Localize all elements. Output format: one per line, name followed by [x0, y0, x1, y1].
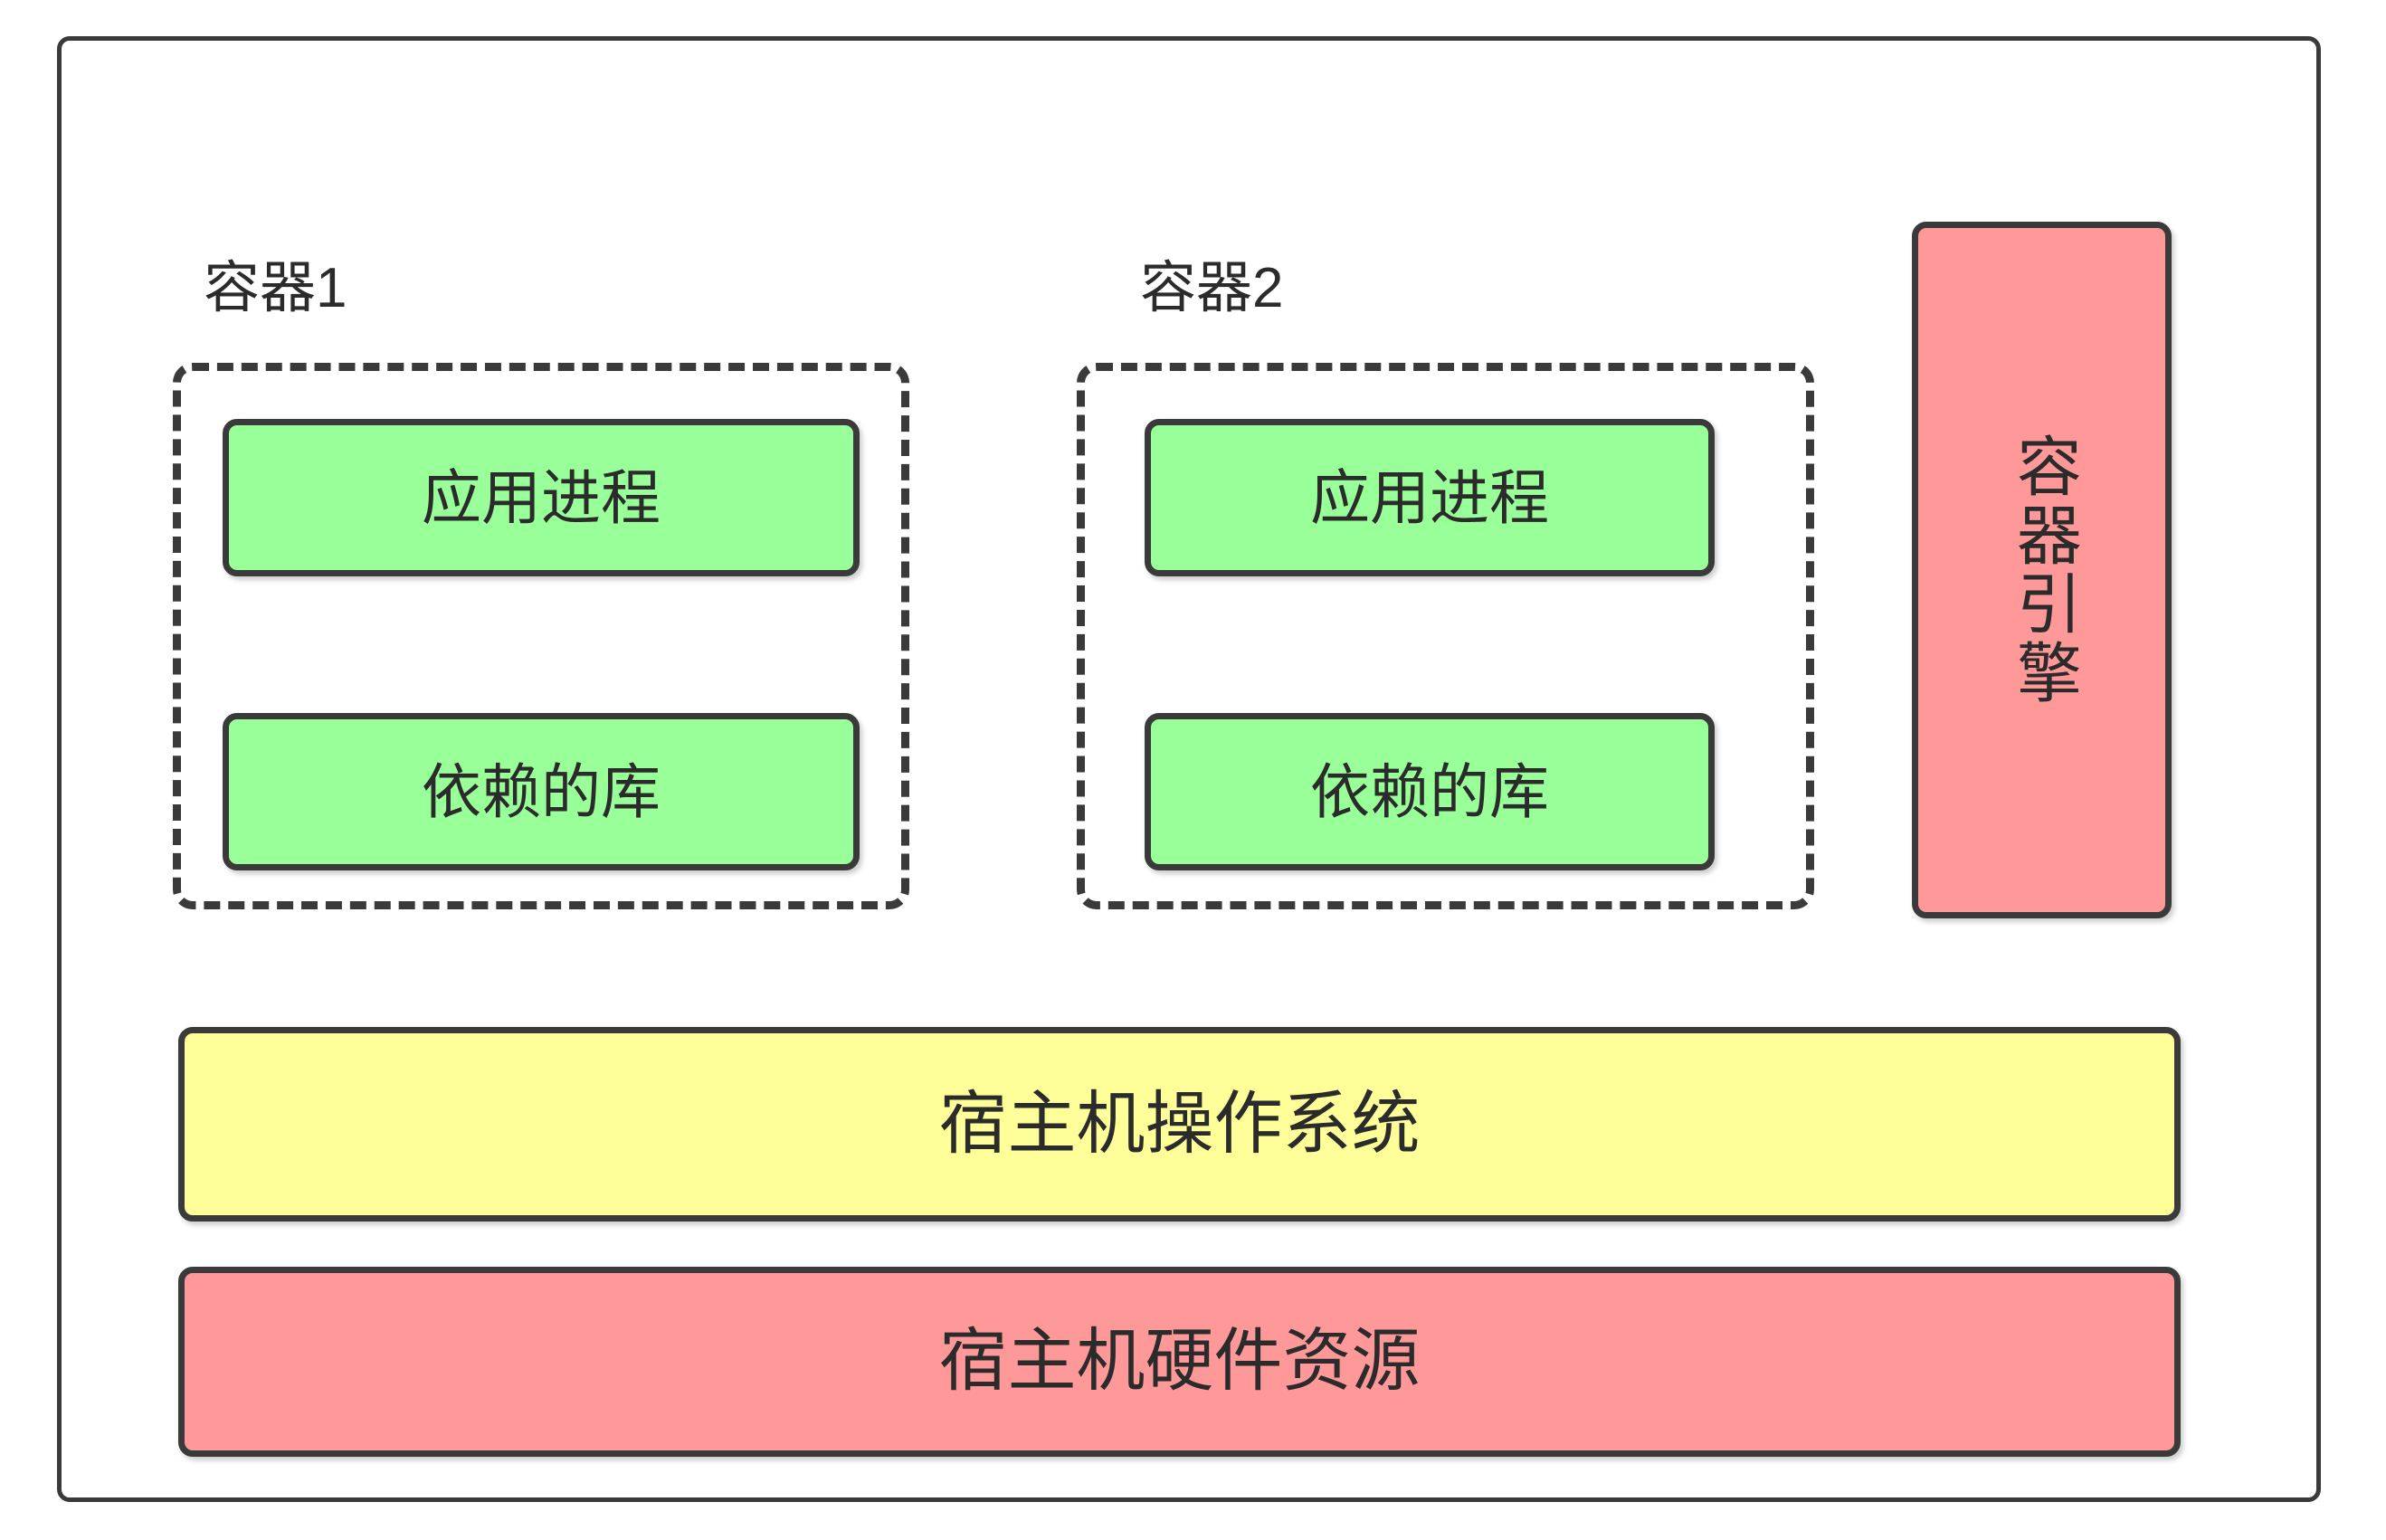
container-1-boundary [173, 363, 909, 909]
host-hardware-label: 宿主机硬件资源 [938, 1323, 1421, 1401]
container-2-app-process-node[interactable]: 应用进程 [1145, 419, 1715, 576]
host-os-label: 宿主机操作系统 [938, 1085, 1421, 1163]
container-2-library-node[interactable]: 依赖的库 [1145, 713, 1715, 870]
host-os-node[interactable]: 宿主机操作系统 [178, 1027, 2181, 1222]
host-frame: 容器1 应用进程 依赖的库 容器2 应用进程 依赖的库 容器引擎 宿主机操作系统… [57, 36, 2321, 1502]
container-2-label: 容器2 [1140, 257, 1284, 319]
container-1-app-process-label: 应用进程 [422, 463, 661, 531]
container-2-app-process-label: 应用进程 [1310, 463, 1549, 531]
host-hardware-node[interactable]: 宿主机硬件资源 [178, 1267, 2181, 1457]
container-1-library-label: 依赖的库 [422, 757, 661, 825]
container-engine-node[interactable]: 容器引擎 [1912, 222, 2172, 918]
container-2-boundary [1077, 363, 1814, 909]
container-1-library-node[interactable]: 依赖的库 [223, 713, 860, 870]
container-engine-label: 容器引擎 [2006, 433, 2079, 708]
container-1-label: 容器1 [204, 257, 347, 319]
container-2-library-label: 依赖的库 [1310, 757, 1549, 825]
container-1-app-process-node[interactable]: 应用进程 [223, 419, 860, 576]
